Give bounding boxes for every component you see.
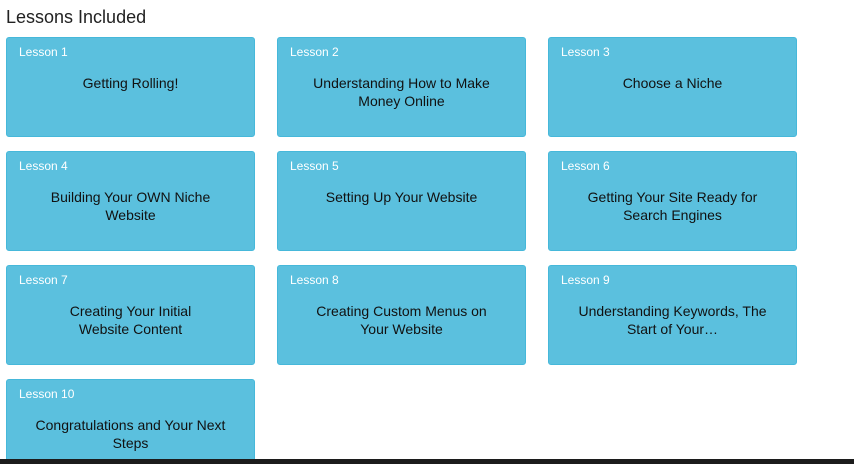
lesson-number: Lesson 4 [19, 159, 68, 173]
lesson-card-2[interactable]: Lesson 2 Understanding How to Make Money… [277, 37, 526, 137]
lesson-card-7[interactable]: Lesson 7 Creating Your Initial Website C… [6, 265, 255, 365]
lesson-number: Lesson 6 [561, 159, 610, 173]
lesson-title: Creating Custom Menus on Your Website [316, 303, 487, 337]
lesson-card-9[interactable]: Lesson 9 Understanding Keywords, The Sta… [548, 265, 797, 365]
lesson-number: Lesson 7 [19, 273, 68, 287]
lesson-title: Congratulations and Your Next Steps [35, 417, 226, 451]
lesson-card-8[interactable]: Lesson 8 Creating Custom Menus on Your W… [277, 265, 526, 365]
lesson-title: Understanding How to Make Money Online [313, 75, 490, 109]
lesson-card-6[interactable]: Lesson 6 Getting Your Site Ready for Sea… [548, 151, 797, 251]
section-title: Lessons Included [6, 7, 147, 27]
lesson-title: Choose a Niche [622, 75, 723, 91]
lesson-card-3[interactable]: Lesson 3 Choose a Niche [548, 37, 797, 137]
lesson-card-5[interactable]: Lesson 5 Setting Up Your Website [277, 151, 526, 251]
lesson-number: Lesson 10 [19, 387, 75, 401]
lesson-number: Lesson 8 [290, 273, 339, 287]
lesson-title: Setting Up Your Website [325, 189, 478, 205]
lesson-number: Lesson 2 [290, 45, 339, 59]
bottom-edge-bar [0, 459, 854, 464]
lesson-title: Understanding Keywords, The Start of You… [578, 303, 767, 337]
lesson-number: Lesson 3 [561, 45, 610, 59]
lesson-number: Lesson 1 [19, 45, 68, 59]
lesson-title: Getting Your Site Ready for Search Engin… [587, 189, 758, 223]
lesson-title: Building Your OWN Niche Website [50, 189, 211, 223]
lesson-grid: Lesson 1 Getting Rolling! Lesson 2 Under… [6, 37, 798, 464]
lesson-card-10[interactable]: Lesson 10 Congratulations and Your Next … [6, 379, 255, 464]
lesson-number: Lesson 5 [290, 159, 339, 173]
lesson-card-4[interactable]: Lesson 4 Building Your OWN Niche Website [6, 151, 255, 251]
lesson-title: Creating Your Initial Website Content [69, 303, 192, 337]
lesson-number: Lesson 9 [561, 273, 610, 287]
lesson-title: Getting Rolling! [82, 75, 179, 91]
lesson-card-1[interactable]: Lesson 1 Getting Rolling! [6, 37, 255, 137]
